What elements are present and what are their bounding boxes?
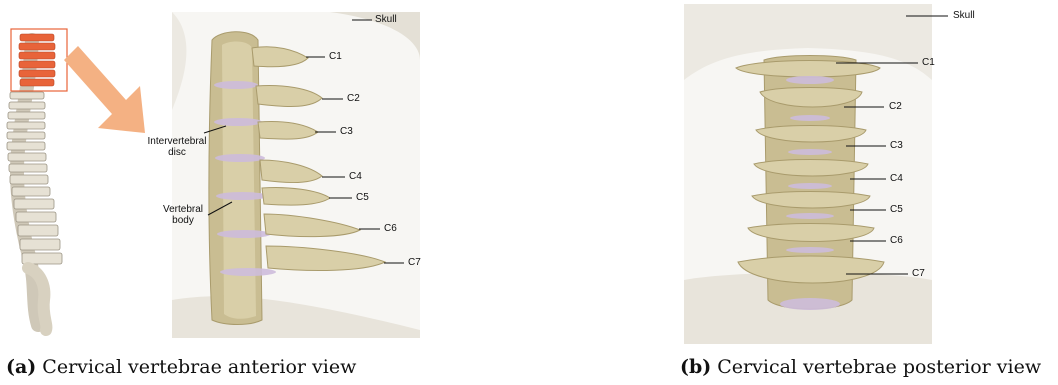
label-c3-a: C3 [340, 126, 353, 137]
label-c1-a: C1 [329, 51, 342, 62]
caption-a-tag: (a) [6, 356, 36, 378]
caption-b-text: Cervical vertebrae posterior view [717, 356, 1041, 378]
caption-b-tag: (b) [680, 356, 711, 378]
caption-a: (a) Cervical vertebrae anterior view [6, 356, 356, 378]
label-c4-b: C4 [890, 173, 903, 184]
label-c3-b: C3 [890, 140, 903, 151]
label-c5-b: C5 [890, 204, 903, 215]
label-c6-b: C6 [890, 235, 903, 246]
label-c2-b: C2 [889, 101, 902, 112]
cervical-anterior [172, 12, 420, 338]
label-skull-b: Skull [953, 10, 975, 21]
label-c5-a: C5 [356, 192, 369, 203]
caption-b: (b) Cervical vertebrae posterior view [680, 356, 1041, 378]
zoom-arrow-icon [64, 46, 145, 133]
anterior-illustration [0, 0, 440, 350]
label-intervertebral-disc: Intervertebral disc [140, 136, 214, 158]
spine-thumbnail [7, 29, 67, 330]
panel-a: Skull C1 C2 C3 C4 C5 C6 C7 Intervertebra… [0, 0, 440, 385]
label-c7-a: C7 [408, 257, 421, 268]
label-c6-a: C6 [384, 223, 397, 234]
label-c2-a: C2 [347, 93, 360, 104]
cervical-posterior [684, 4, 948, 344]
posterior-illustration [680, 0, 1058, 350]
label-skull-a: Skull [375, 14, 397, 25]
label-c1-b: C1 [922, 57, 935, 68]
caption-a-text: Cervical vertebrae anterior view [42, 356, 356, 378]
label-c4-a: C4 [349, 171, 362, 182]
label-vertebral-body: Vertebral body [162, 204, 204, 226]
panel-b: Skull C1 C2 C3 C4 C5 C6 C7 (b) Cervical v… [680, 0, 1058, 385]
label-c7-b: C7 [912, 268, 925, 279]
